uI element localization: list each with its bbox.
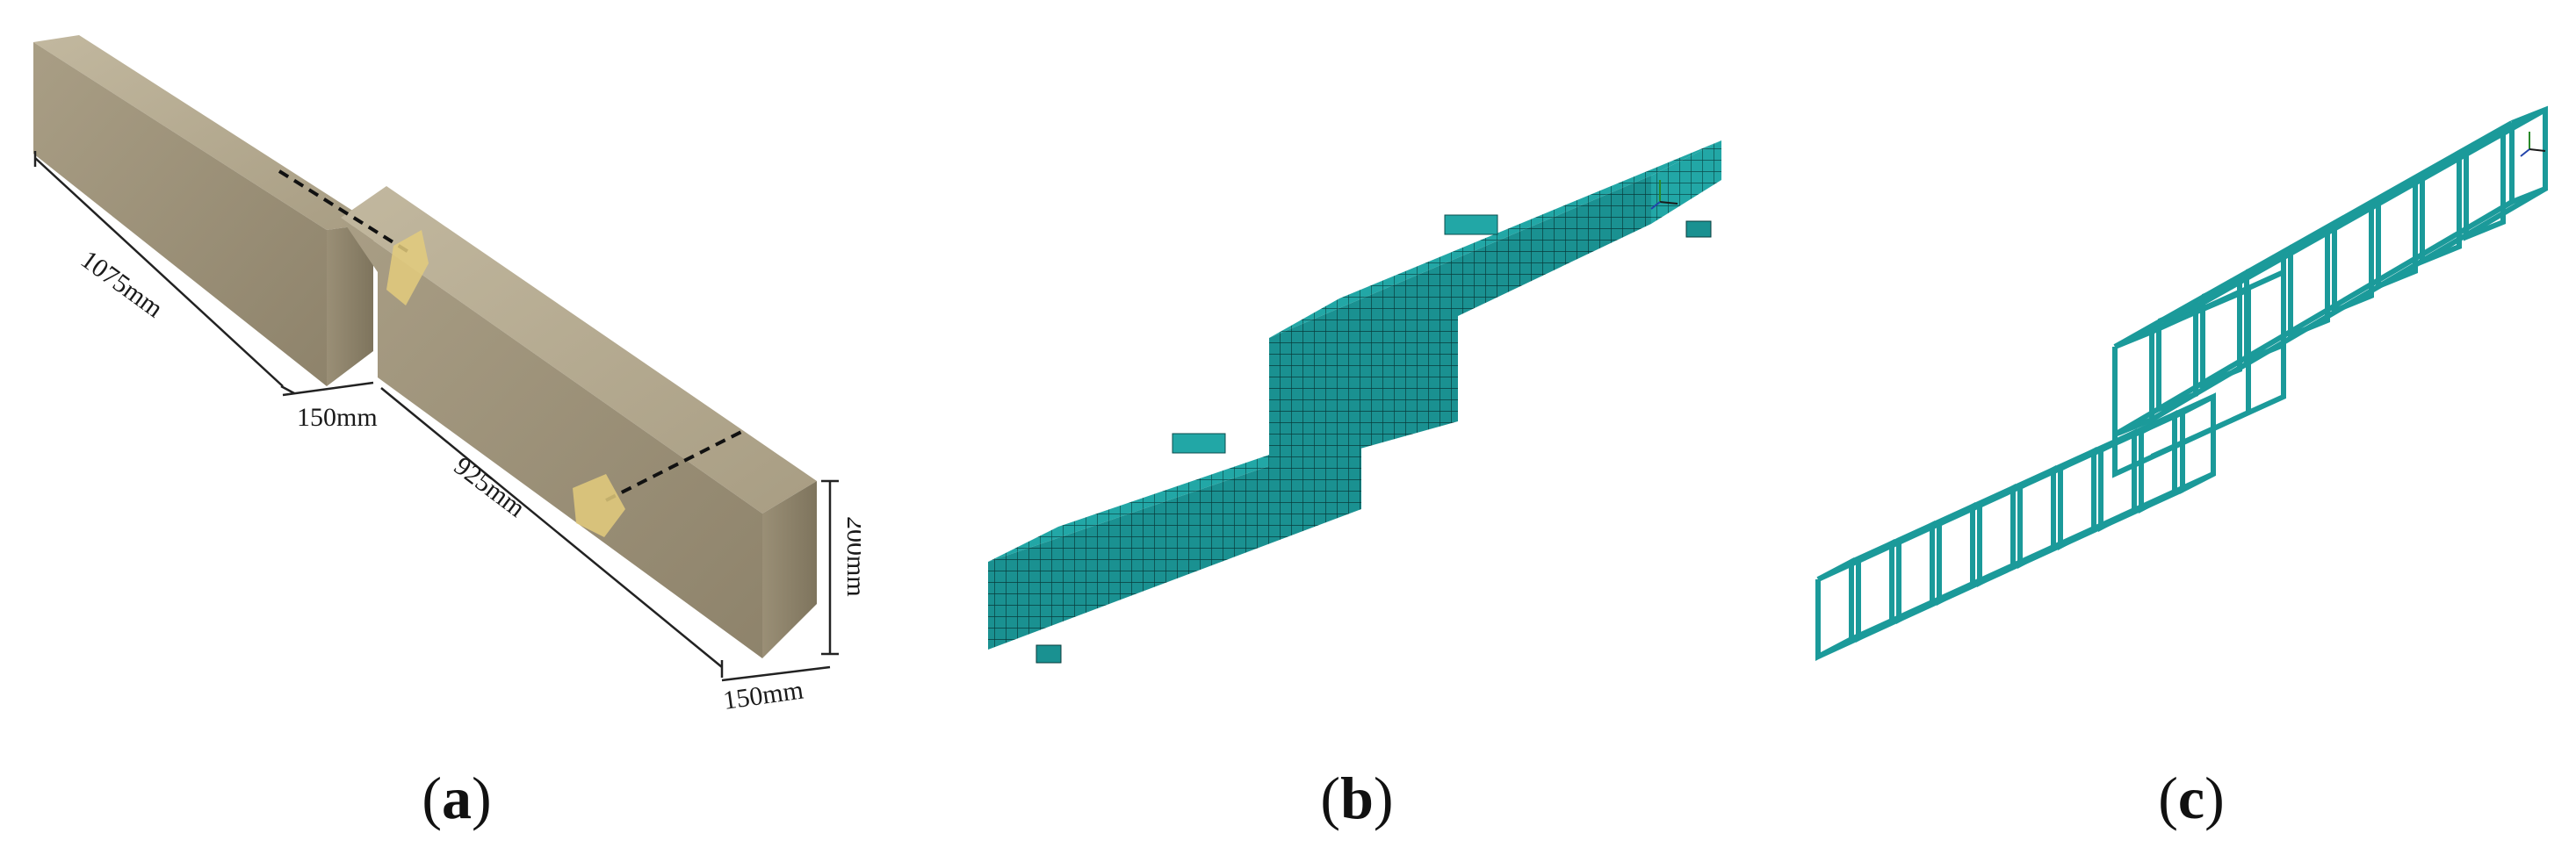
caption-a: (a): [422, 765, 492, 831]
dim-length-left: 1075mm: [76, 245, 169, 323]
right-segment-front: [341, 218, 762, 658]
mesh-support-left: [1035, 644, 1062, 664]
left-segment-front: [33, 42, 327, 386]
rebar-cage-right: [2112, 105, 2548, 439]
mesh-left-front: [988, 435, 1361, 650]
mesh-load-pad-1: [1172, 433, 1226, 454]
rebar-cage-left: [1815, 392, 2216, 661]
mesh-right-top: [1269, 140, 1721, 338]
reinforcement-cage: [1815, 105, 2548, 661]
mesh-support-right: [1685, 220, 1712, 238]
caption-c-letter: c: [2177, 765, 2205, 831]
crack-marker-2: [573, 474, 625, 537]
caption-c: (c): [2158, 765, 2225, 831]
caption-a-letter: a: [442, 765, 472, 831]
axis-triad-icon: [2520, 132, 2546, 157]
concrete-beam-illustration: 1075mm 150mm 925mm 200mm 150mm: [33, 35, 861, 715]
mesh-right-end: [1651, 140, 1721, 224]
fe-mesh-concrete: [988, 140, 1721, 664]
dim-offset: 150mm: [297, 403, 378, 432]
crack-line-1: [278, 169, 415, 256]
panel-a: 1075mm 150mm 925mm 200mm 150mm: [0, 0, 861, 862]
dim-height: 200mm: [841, 516, 861, 597]
right-segment-end: [762, 481, 817, 658]
panel-c: [1792, 0, 2576, 862]
dim-width: 150mm: [721, 675, 805, 715]
left-segment-top: [33, 35, 373, 230]
dimension-lines: [33, 151, 839, 682]
right-segment-top: [341, 186, 817, 514]
left-segment-end: [327, 224, 373, 386]
panel-b: [949, 0, 1739, 862]
mesh-load-pad-2: [1444, 214, 1498, 235]
axis-triad-icon: [1650, 180, 1678, 210]
crack-line-2: [605, 428, 746, 502]
mesh-right-front: [1269, 176, 1651, 474]
caption-b-letter: b: [1340, 765, 1374, 831]
crack-marker-1: [386, 230, 429, 305]
caption-b: (b): [1320, 765, 1394, 831]
rebar-overlap-zone: [2112, 268, 2286, 478]
